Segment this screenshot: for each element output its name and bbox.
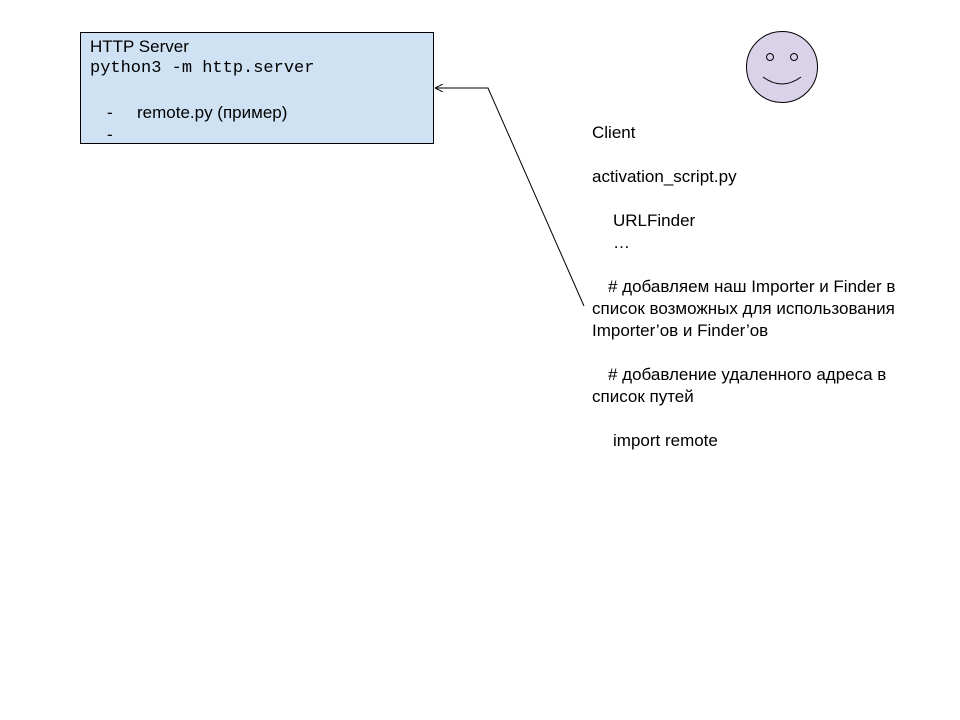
server-file-list: - remote.py (пример) - <box>90 102 424 146</box>
http-server-box: HTTP Server python3 -m http.server - rem… <box>80 32 434 144</box>
server-file-label: remote.py (пример) <box>137 103 288 122</box>
client-title: Client <box>592 123 636 142</box>
import-statement: import remote <box>613 431 718 450</box>
comment-importer-line3: Importer’ов и Finder’ов <box>592 321 769 340</box>
url-finder-label: URLFinder <box>613 211 696 230</box>
arrow-line <box>436 88 585 307</box>
client-description: Client activation_script.py URLFinder … … <box>592 122 942 452</box>
server-title: HTTP Server <box>90 37 189 56</box>
smiley-face-icon <box>746 31 818 103</box>
list-bullet: - <box>107 125 113 144</box>
comment-path-line2: список путей <box>592 387 694 406</box>
comment-importer-line1: # добавляем наш Importer и Finder в <box>608 277 896 296</box>
server-file-item: - remote.py (пример) <box>90 102 424 124</box>
server-file-item: - <box>90 124 424 146</box>
client-script-name: activation_script.py <box>592 167 737 186</box>
list-bullet: - <box>107 103 113 122</box>
comment-importer-line2: список возможных для использования <box>592 299 895 318</box>
ellipsis-text: … <box>613 233 630 252</box>
server-command: python3 -m http.server <box>90 59 315 78</box>
comment-path-line1: # добавление удаленного адреса в <box>608 365 887 384</box>
